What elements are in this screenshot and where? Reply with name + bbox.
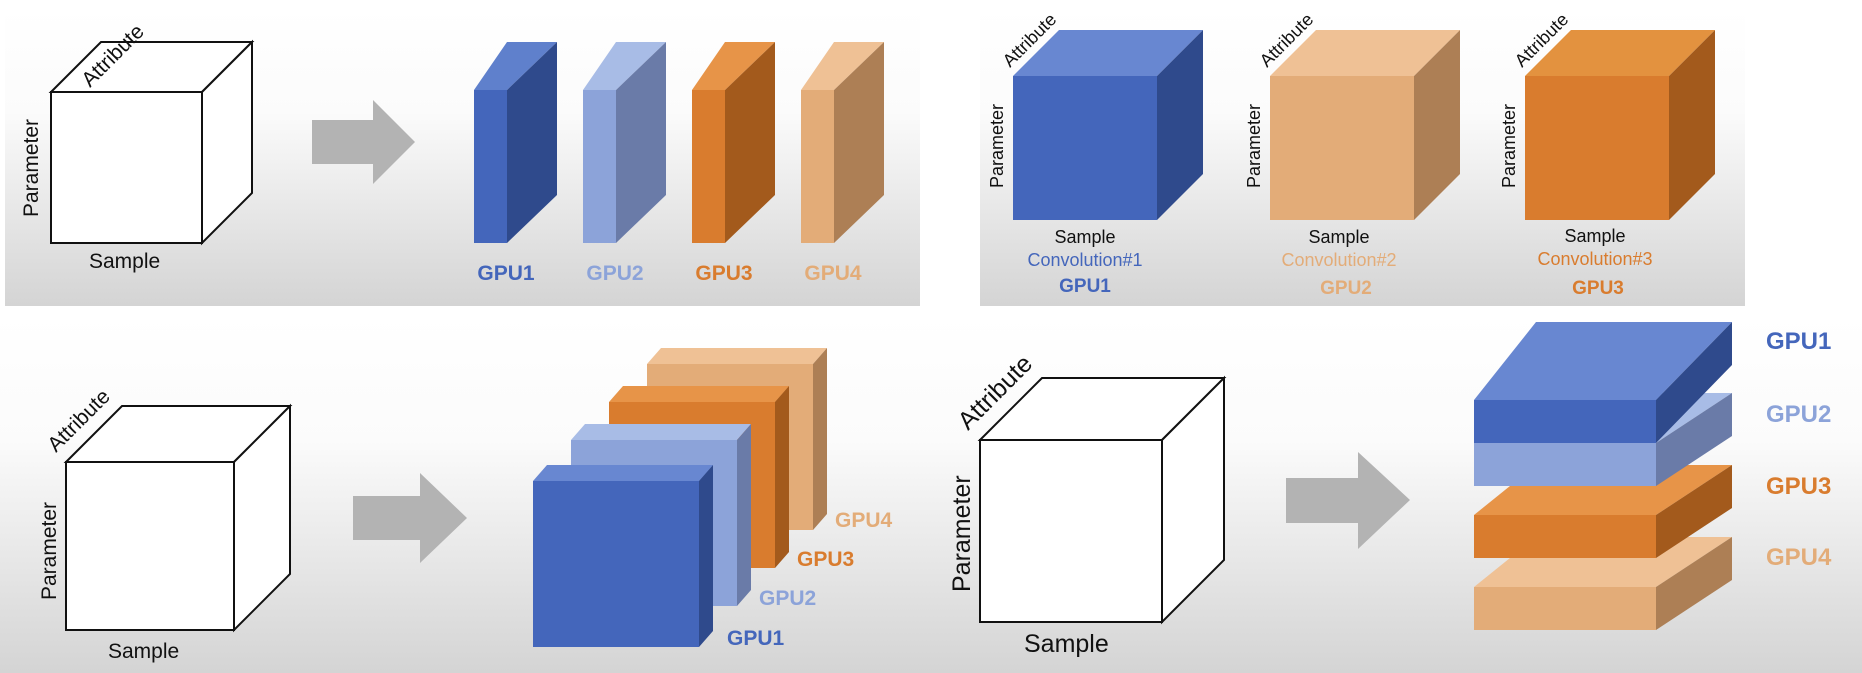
top-right-cube-3	[1525, 30, 1715, 220]
top-left-label-gpu3: GPU3	[695, 262, 752, 285]
top-right-cube-2-gpu: GPU2	[1320, 278, 1372, 299]
top-right-cube-2-axis-parameter: Parameter	[1244, 104, 1264, 188]
top-right-cube-3-axis-sample: Sample	[1564, 226, 1625, 246]
bottom-right-axis-sample: Sample	[1024, 630, 1109, 658]
top-right-cube-1-convolution: Convolution#1	[1027, 250, 1142, 270]
bottom-left-axis-parameter: Parameter	[38, 502, 61, 600]
top-left-slice-gpu4	[801, 42, 884, 243]
top-left-label-gpu4: GPU4	[804, 262, 862, 285]
top-left-slice-gpu1	[474, 42, 557, 243]
top-right-cube-2-axis-sample: Sample	[1308, 227, 1369, 247]
bottom-right-cube	[977, 375, 1227, 625]
bottom-left-label-gpu1: GPU1	[727, 627, 785, 650]
top-left-axis-parameter: Parameter	[20, 119, 43, 217]
top-left-right-arrow-icon	[312, 100, 415, 184]
top-right-cube-2-convolution: Convolution#2	[1281, 250, 1396, 270]
top-left-slice-gpu2	[583, 42, 666, 243]
bottom-right-label-gpu2: GPU2	[1766, 401, 1831, 428]
bottom-right-right-arrow-icon	[1286, 452, 1410, 549]
bottom-right-label-gpu3: GPU3	[1766, 473, 1831, 500]
bottom-right-axis-parameter: Parameter	[948, 475, 976, 592]
bottom-left-square-gpu1	[533, 465, 713, 647]
top-right-cube-2	[1270, 30, 1460, 220]
bottom-right-layer-gpu1	[1474, 322, 1732, 443]
top-right-cube-1	[1013, 30, 1203, 220]
top-left-cube	[48, 39, 255, 246]
top-left-label-gpu2: GPU2	[586, 262, 643, 285]
bottom-left-label-gpu4: GPU4	[835, 509, 893, 532]
top-left-label-gpu1: GPU1	[477, 262, 535, 285]
top-right-cube-1-axis-parameter: Parameter	[987, 104, 1007, 188]
top-right-cube-3-gpu: GPU3	[1572, 278, 1624, 299]
bottom-right-label-gpu1: GPU1	[1766, 328, 1831, 355]
top-right-cube-1-gpu: GPU1	[1059, 276, 1111, 297]
top-right-cube-3-axis-parameter: Parameter	[1499, 104, 1519, 188]
bottom-left-label-gpu3: GPU3	[797, 548, 854, 571]
bottom-left-right-arrow-icon	[353, 473, 467, 563]
top-right-cube-3-convolution: Convolution#3	[1537, 249, 1652, 269]
bottom-left-cube	[63, 403, 293, 633]
bottom-left-label-gpu2: GPU2	[759, 587, 816, 610]
bottom-left-axis-sample: Sample	[108, 640, 179, 663]
top-left-axis-sample: Sample	[89, 250, 160, 273]
bottom-right-label-gpu4: GPU4	[1766, 544, 1832, 571]
top-left-slice-gpu3	[692, 42, 775, 243]
top-right-cube-1-axis-sample: Sample	[1054, 227, 1115, 247]
